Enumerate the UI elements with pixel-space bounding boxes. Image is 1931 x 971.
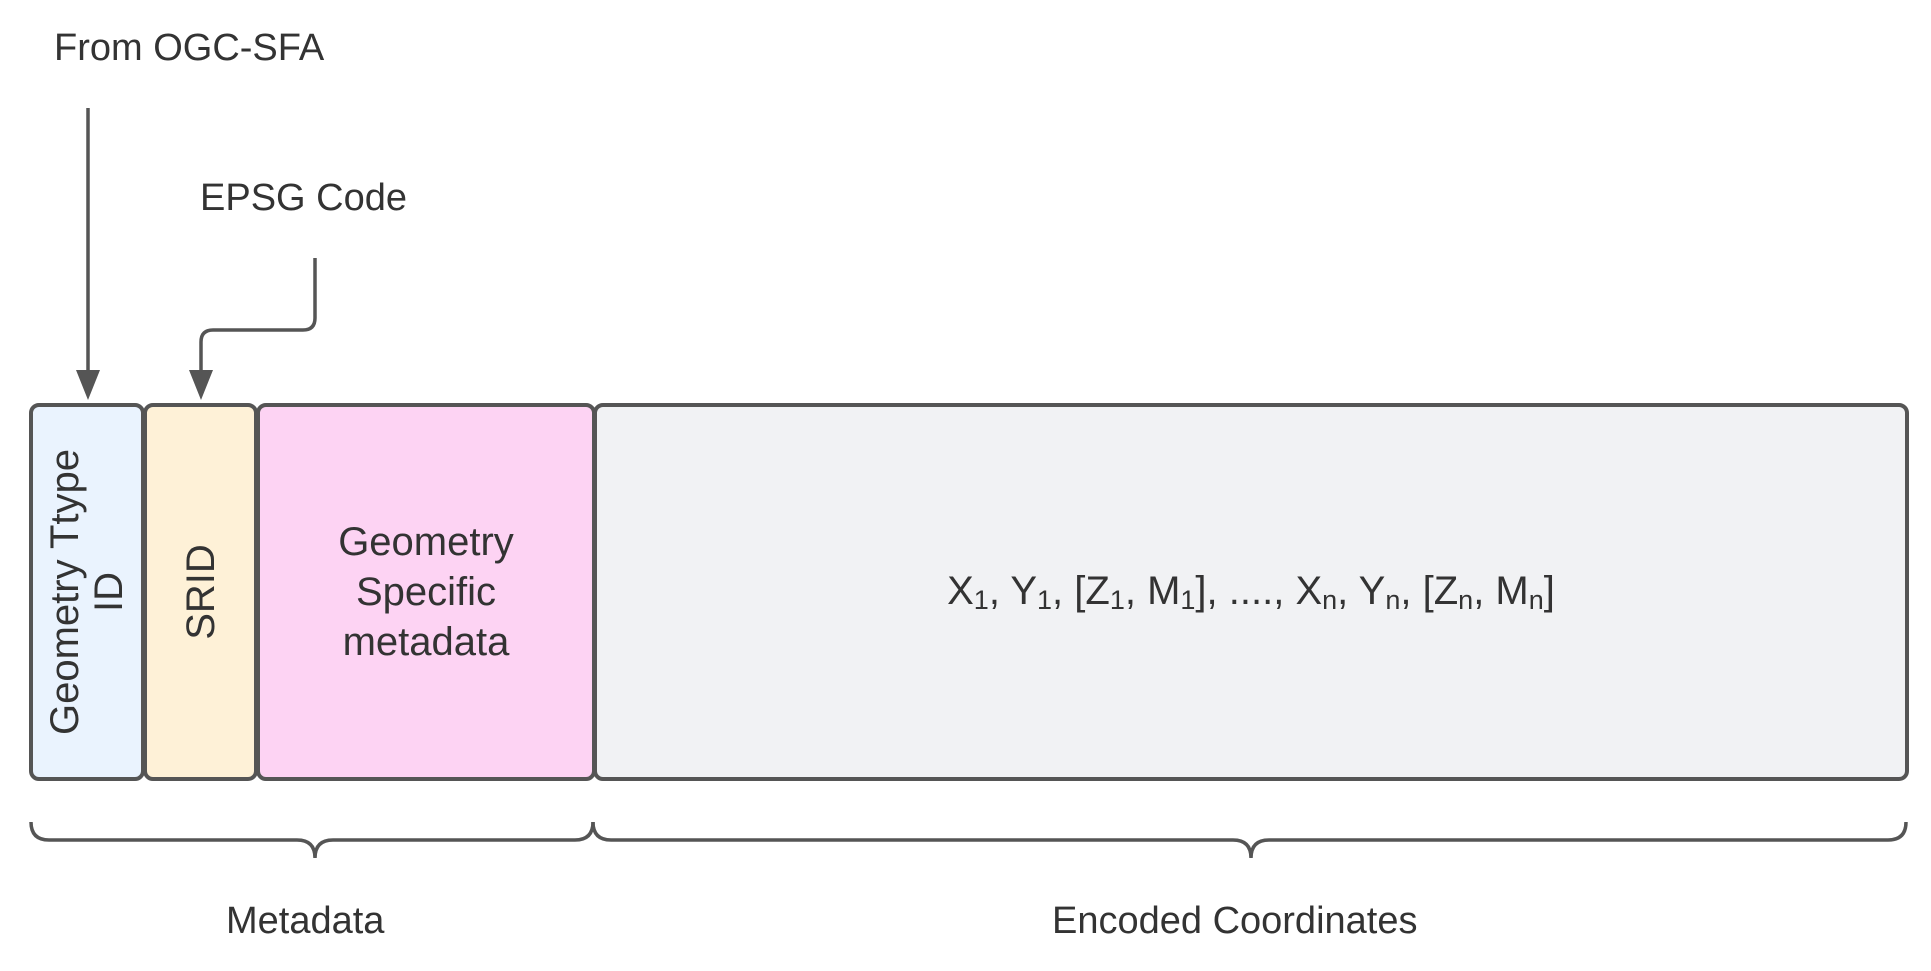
- geometry-type-line1: Geometry Ttype: [43, 448, 88, 736]
- geometry-type-id-text: Geometry Ttype ID: [43, 449, 131, 735]
- geometry-type-id-box: Geometry Ttype ID: [29, 403, 145, 781]
- ogc-arrow-head: [76, 370, 100, 400]
- ogc-sfa-label: From OGC-SFA: [54, 27, 325, 69]
- epsg-arrow: [199, 258, 317, 372]
- encoded-coordinates-brace: [591, 821, 1908, 859]
- geometry-type-line2: ID: [87, 572, 132, 613]
- geometry-specific-line2: Specific: [355, 570, 497, 614]
- metadata-group-label: Metadata: [226, 900, 385, 942]
- srid-box: SRID: [143, 403, 258, 781]
- encoded-coordinates-group-label: Encoded Coordinates: [1052, 900, 1418, 942]
- geometry-specific-text: Geometry Specific metadata: [338, 517, 514, 667]
- metadata-brace: [29, 821, 595, 859]
- epsg-code-label: EPSG Code: [200, 177, 407, 219]
- srid-text: SRID: [178, 544, 223, 640]
- epsg-arrow-head: [189, 370, 213, 400]
- coordinate-sequence: X1, Y1, [Z1, M1], ...., Xn, Yn, [Zn, Mn]: [947, 568, 1555, 615]
- geometry-specific-metadata-box: Geometry Specific metadata: [256, 403, 596, 781]
- geometry-specific-line3: metadata: [342, 620, 510, 664]
- encoded-coordinates-box: X1, Y1, [Z1, M1], ...., Xn, Yn, [Zn, Mn]: [593, 403, 1909, 781]
- geometry-specific-line1: Geometry: [338, 520, 514, 564]
